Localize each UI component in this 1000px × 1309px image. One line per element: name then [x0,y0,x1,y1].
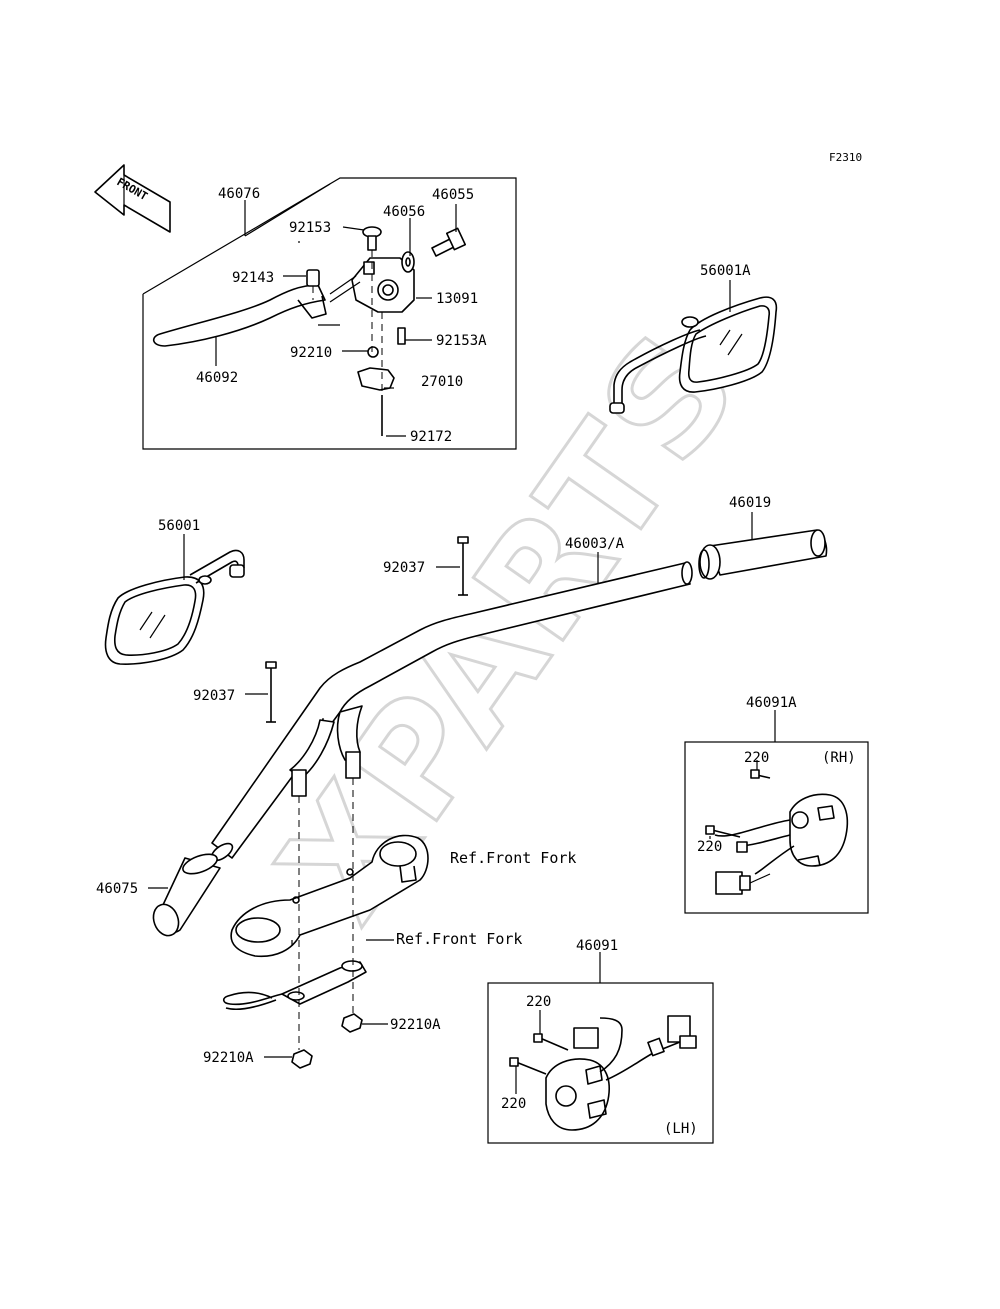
clutch-holder-13091 [329,257,415,313]
screw-220-lh-top [533,1033,569,1051]
label-220-lh-top: 220 [526,994,551,1010]
clamp-left-92037 [265,661,277,723]
handlebar-46003A [210,561,693,862]
nut-92210A-right [341,1013,363,1033]
label-46055: 46055 [432,187,474,203]
label-46076: 46076 [218,186,260,202]
figure-code: F2310 [829,151,862,164]
label-92037-left: 92037 [193,688,235,704]
screw-46055 [431,227,467,257]
screw-92153A [397,327,406,345]
leader-lines [148,204,758,1094]
collar-92143 [306,269,320,287]
label-220-rh-left: 220 [697,839,722,855]
rh-tag: (RH) [822,750,856,766]
switch-rh-46091A [714,793,849,895]
label-46019: 46019 [729,495,771,511]
label-92153: 92153 [289,220,331,236]
clutch-lever-46092 [152,284,327,347]
grip-right-46019 [698,529,828,580]
pivot-bolt-92153 [362,226,382,251]
label-92172: 92172 [410,429,452,445]
switch-lh-46091 [545,1015,697,1131]
fork-lower-bracket [222,960,367,1011]
label-220-rh-top: 220 [744,750,769,766]
lh-switch-box [487,952,714,1144]
front-arrow-icon: FRONT [94,164,171,233]
mirror-left-56001 [104,549,245,665]
label-46075: 46075 [96,881,138,897]
screw-220-rh-top [750,769,771,779]
ref-front-fork-1: Ref.Front Fork [450,849,576,867]
nut-92210A-left [291,1049,313,1069]
label-92210A-left: 92210A [203,1050,254,1066]
clamp-top-92037 [457,536,469,596]
clutch-dash-lines [298,241,383,395]
label-46091A: 46091A [746,695,797,711]
nut-92210 [367,346,379,358]
label-92037-top: 92037 [383,560,425,576]
label-13091: 13091 [436,291,478,307]
label-92143: 92143 [232,270,274,286]
label-46003A: 46003/A [565,536,625,552]
label-92210: 92210 [290,345,332,361]
label-46092: 46092 [196,370,238,386]
screw-220-lh-left [509,1057,547,1075]
lh-tag: (LH) [664,1121,698,1137]
label-27010: 27010 [421,374,463,390]
rh-switch-box [684,710,869,914]
label-46056: 46056 [383,204,425,220]
part-labels: 46076 46055 92153 46056 92143 13091 9215… [96,186,856,1137]
label-56001A: 56001A [700,263,751,279]
label-92210A-right: 92210A [390,1017,441,1033]
mirror-right-56001A [609,296,778,414]
label-46091: 46091 [576,938,618,954]
nut-46056 [401,251,415,273]
screw-220-rh-left [705,825,741,838]
mount-centerlines [298,778,354,1050]
switch-27010 [357,367,395,391]
grip-left-46075 [152,853,221,937]
label-56001: 56001 [158,518,200,534]
label-220-lh-left: 220 [501,1096,526,1112]
fork-upper-clamp [230,834,429,958]
ref-front-fork-2: Ref.Front Fork [396,930,522,948]
label-92153A: 92153A [436,333,487,349]
clutch-lever-assembly-box [142,177,517,450]
